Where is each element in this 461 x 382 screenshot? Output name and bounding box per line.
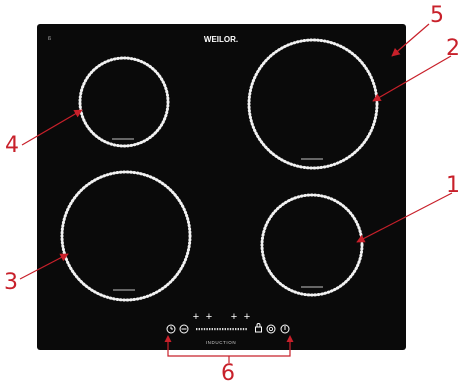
slider-segment [240,328,241,330]
callout-number-4: 4 [5,133,19,158]
slider-segment [232,328,233,330]
callout-number-2: 2 [446,36,460,61]
plus-button-right-2[interactable]: + [244,311,250,323]
slider-segment [222,328,223,330]
callout-number-3: 3 [4,270,18,295]
slider-segment [201,328,202,330]
plus-button-right-1[interactable]: + [231,311,237,323]
brand-logo: WEILOR. [204,35,238,44]
slider-segment [204,328,205,330]
slider-segment [209,328,210,330]
slider-segment [225,328,226,330]
slider-segment [214,328,215,330]
zone-mark-top-right [301,158,323,160]
slider-segment [245,328,246,330]
slider-segment [196,328,197,330]
slider-segment [219,328,220,330]
slider-segment [206,328,207,330]
slider-segment [235,328,236,330]
plus-button-left-2[interactable]: + [206,311,212,323]
callout-number-1: 1 [446,173,460,198]
induction-label: INDUCTION [206,340,236,345]
zone-mark-bottom-left [113,289,135,291]
slider-segment [217,328,218,330]
slider-segment [199,328,200,330]
plus-button-left-1[interactable]: + [193,311,199,323]
slider-segment [243,328,244,330]
zone-mark-top-left [112,138,134,140]
callout-number-6: 6 [221,361,235,382]
callout-number-5: 5 [430,3,444,28]
zone-mark-bottom-right [301,286,323,288]
slider-segment [238,328,239,330]
slider-segment [227,328,228,330]
corner-mark: ß [48,36,51,42]
slider-segment [230,328,231,330]
slider-segment [212,328,213,330]
